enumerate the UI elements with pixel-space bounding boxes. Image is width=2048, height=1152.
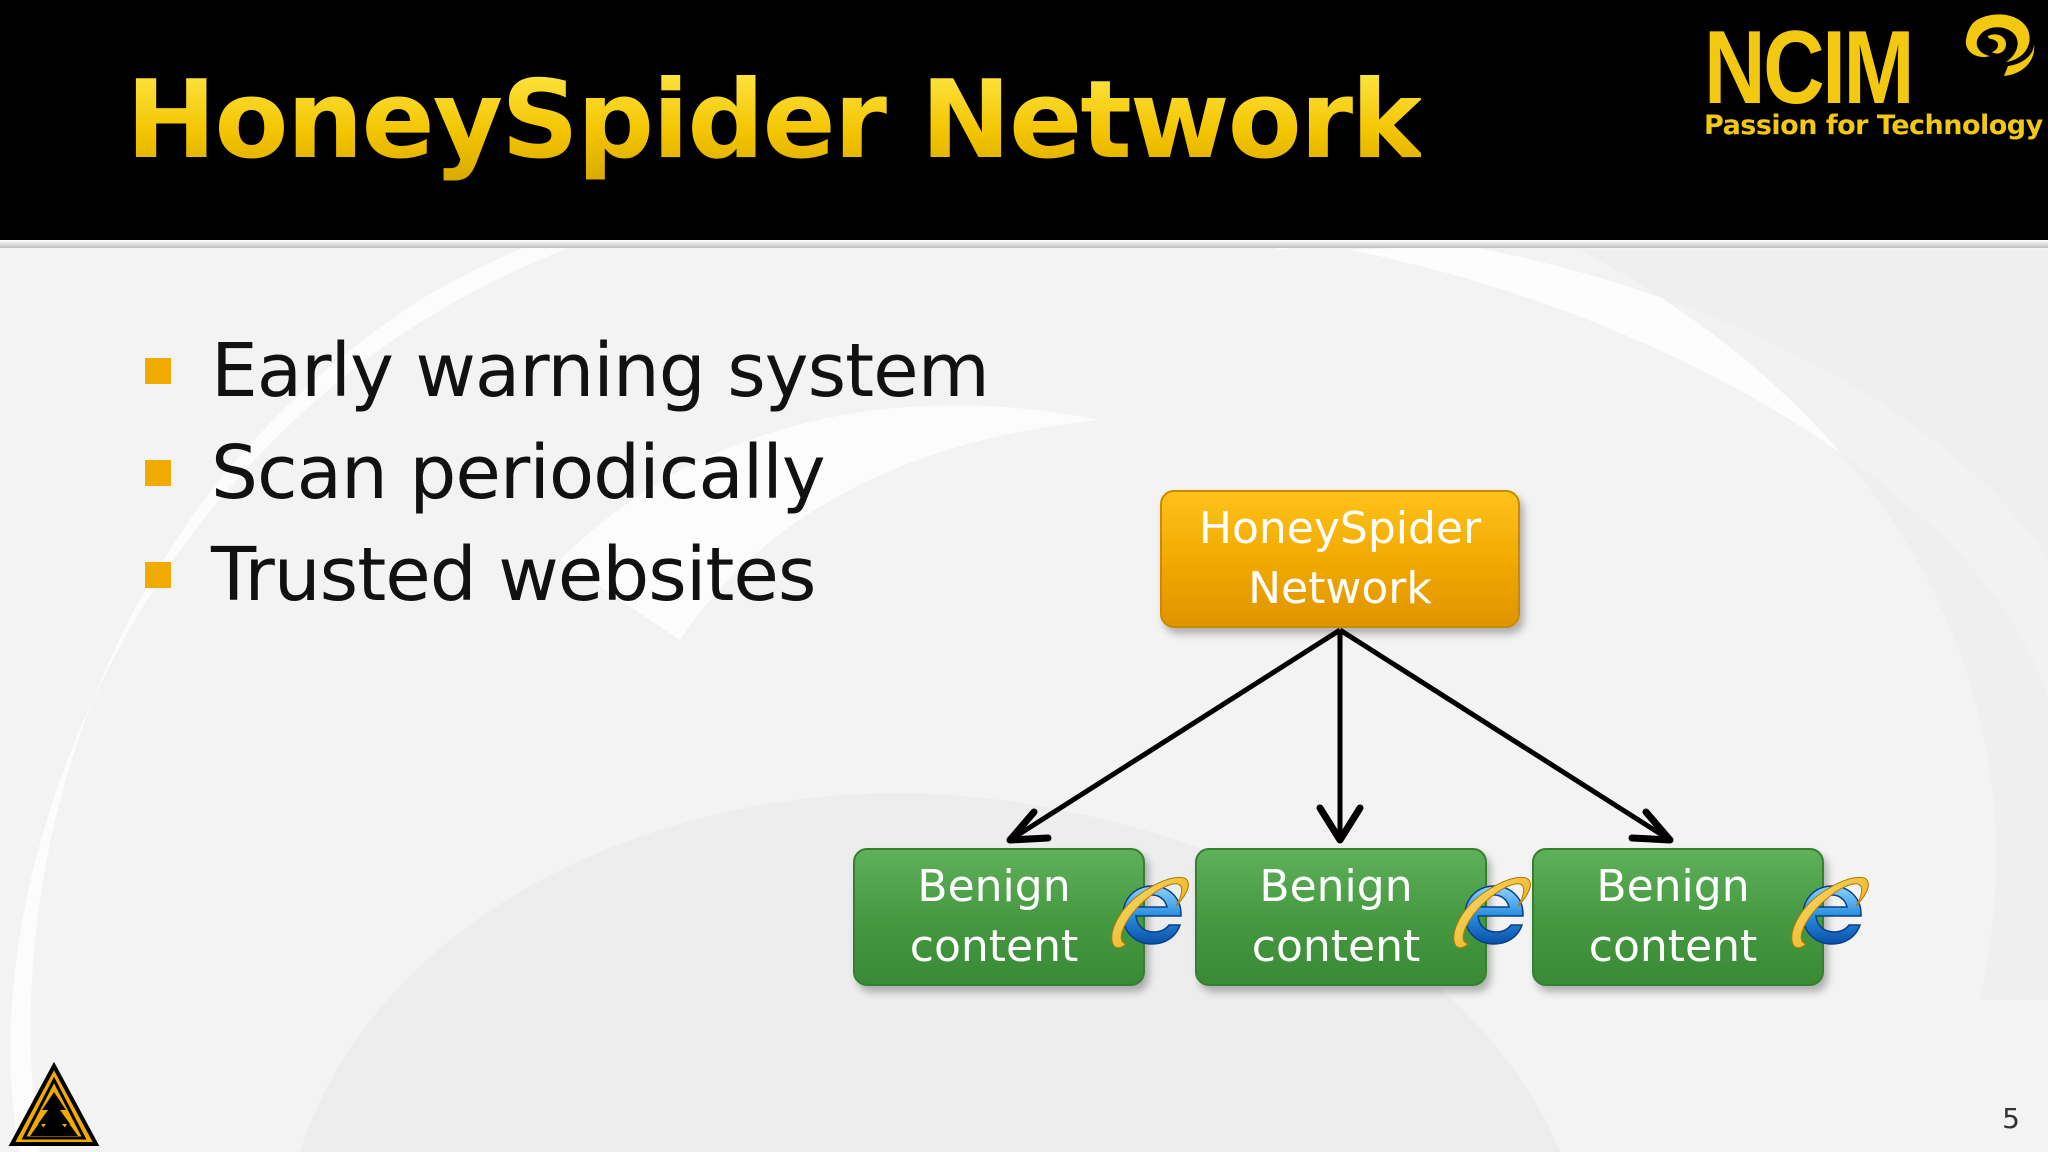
logo-name: NCIM — [1704, 10, 1915, 126]
node-label: content — [909, 921, 1079, 972]
list-item: Scan periodically — [145, 422, 989, 524]
title-divider — [0, 240, 2048, 248]
bullet-marker — [145, 460, 171, 486]
benign-content-node: Benign content — [1532, 848, 1824, 986]
bullet-text: Early warning system — [211, 328, 990, 414]
page-number: 5 — [2002, 1102, 2020, 1135]
bullet-list: Early warning system Scan periodically T… — [145, 320, 990, 626]
internet-explorer-icon — [1111, 876, 1189, 949]
arrow-right — [1338, 627, 1674, 844]
node-label: Benign — [1596, 861, 1750, 912]
arrow-left — [1006, 627, 1342, 844]
node-label: content — [1251, 921, 1421, 972]
node-label: content — [1588, 921, 1758, 972]
bullet-text: Trusted websites — [211, 532, 816, 618]
ncim-swirl-icon — [1965, 14, 2035, 76]
title-bar — [0, 0, 2048, 240]
honeyspider-network-node: HoneySpider Network — [1160, 490, 1520, 628]
internet-explorer-icon — [1453, 876, 1531, 949]
list-item: Trusted websites — [145, 524, 989, 626]
internet-explorer-icon — [1791, 876, 1869, 949]
list-item: Early warning system — [145, 320, 990, 422]
triangle-emblem-icon — [8, 1062, 100, 1146]
slide-title: HoneySpider Network — [126, 58, 1423, 183]
node-label: Benign — [1259, 861, 1413, 912]
node-label: HoneySpider — [1198, 503, 1482, 554]
benign-content-node: Benign content — [853, 848, 1145, 986]
node-label: Network — [1248, 563, 1432, 614]
benign-content-node: Benign content — [1195, 848, 1487, 986]
arrow-center — [1316, 630, 1364, 844]
bullet-marker — [145, 358, 171, 384]
bullet-marker — [145, 562, 171, 588]
logo-tagline: Passion for Technology — [1704, 110, 2043, 141]
ncim-logo: NCIM Passion for Technology — [1700, 10, 2043, 160]
bullet-text: Scan periodically — [211, 430, 826, 516]
node-label: Benign — [917, 861, 1071, 912]
